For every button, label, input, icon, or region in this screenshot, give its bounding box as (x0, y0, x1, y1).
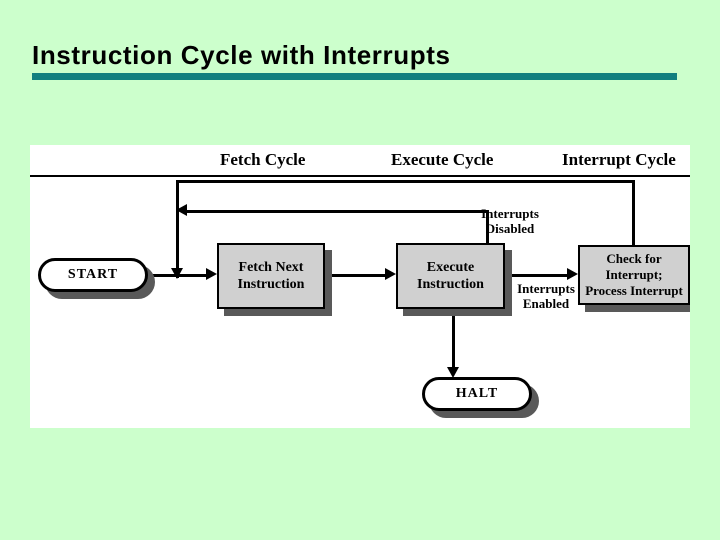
node-execute-line-1: Execute (426, 259, 475, 275)
node-fetch-line-1: Fetch Next (238, 259, 304, 275)
node-check-for-interrupt[interactable]: Check for Interrupt; Process Interrupt (578, 245, 690, 305)
edge-interrupts-disabled-horizontal (187, 210, 489, 213)
column-header-interrupt-cycle: Interrupt Cycle (562, 150, 676, 169)
node-halt-label: HALT (455, 386, 499, 401)
edge-top-feedback-horizontal (176, 180, 635, 183)
edge-fetch-to-execute (325, 274, 387, 277)
edge-execute-to-halt (452, 309, 455, 371)
node-execute-instruction-label: Execute Instruction (417, 259, 484, 294)
arrow-into-check-box (567, 268, 578, 280)
arrow-interrupts-disabled-left (176, 204, 187, 216)
node-check-line-2: Interrupt; (605, 266, 663, 282)
edge-check-to-top-riser (632, 180, 635, 247)
header-divider-rule (30, 175, 690, 177)
edge-left-feedback-drop (176, 180, 179, 278)
edge-execute-to-interrupts-disabled-riser (486, 210, 489, 246)
node-check-line-1: Check for (606, 250, 662, 266)
title-underline-rule (32, 73, 677, 80)
edge-label-enabled-line-1: Interrupts (517, 281, 575, 296)
edge-execute-to-check (505, 274, 569, 277)
node-fetch-next-instruction-label: Fetch Next Instruction (238, 259, 305, 294)
node-start-label: START (67, 267, 119, 282)
edge-label-disabled-line-2: Disabled (485, 220, 535, 236)
node-halt[interactable]: HALT (422, 377, 532, 411)
node-check-line-3: Process Interrupt (585, 283, 683, 299)
arrow-into-halt-node (447, 367, 459, 378)
arrow-into-fetch-entry (171, 268, 183, 279)
arrow-into-fetch-box (206, 268, 217, 280)
diagram-panel: Fetch Cycle Execute Cycle Interrupt Cycl… (30, 145, 690, 428)
node-check-for-interrupt-label: Check for Interrupt; Process Interrupt (585, 251, 683, 300)
node-execute-instruction[interactable]: Execute Instruction (396, 243, 505, 309)
edge-label-interrupts-disabled: Interrupts Disabled (450, 206, 570, 237)
node-fetch-line-2: Instruction (237, 277, 305, 292)
node-fetch-next-instruction[interactable]: Fetch Next Instruction (217, 243, 325, 309)
column-header-execute-cycle: Execute Cycle (391, 150, 494, 169)
edge-label-interrupts-enabled: Interrupts Enabled (506, 281, 586, 312)
node-execute-line-2: Instruction (417, 277, 484, 292)
column-header-fetch-cycle: Fetch Cycle (220, 150, 306, 169)
page-title: Instruction Cycle with Interrupts (32, 40, 451, 70)
node-start[interactable]: START (38, 258, 148, 292)
edge-label-enabled-line-2: Enabled (522, 295, 570, 311)
arrow-into-execute-box (385, 268, 396, 280)
edge-label-disabled-line-1: Interrupts (481, 206, 539, 221)
edge-start-to-fetch (148, 274, 208, 277)
